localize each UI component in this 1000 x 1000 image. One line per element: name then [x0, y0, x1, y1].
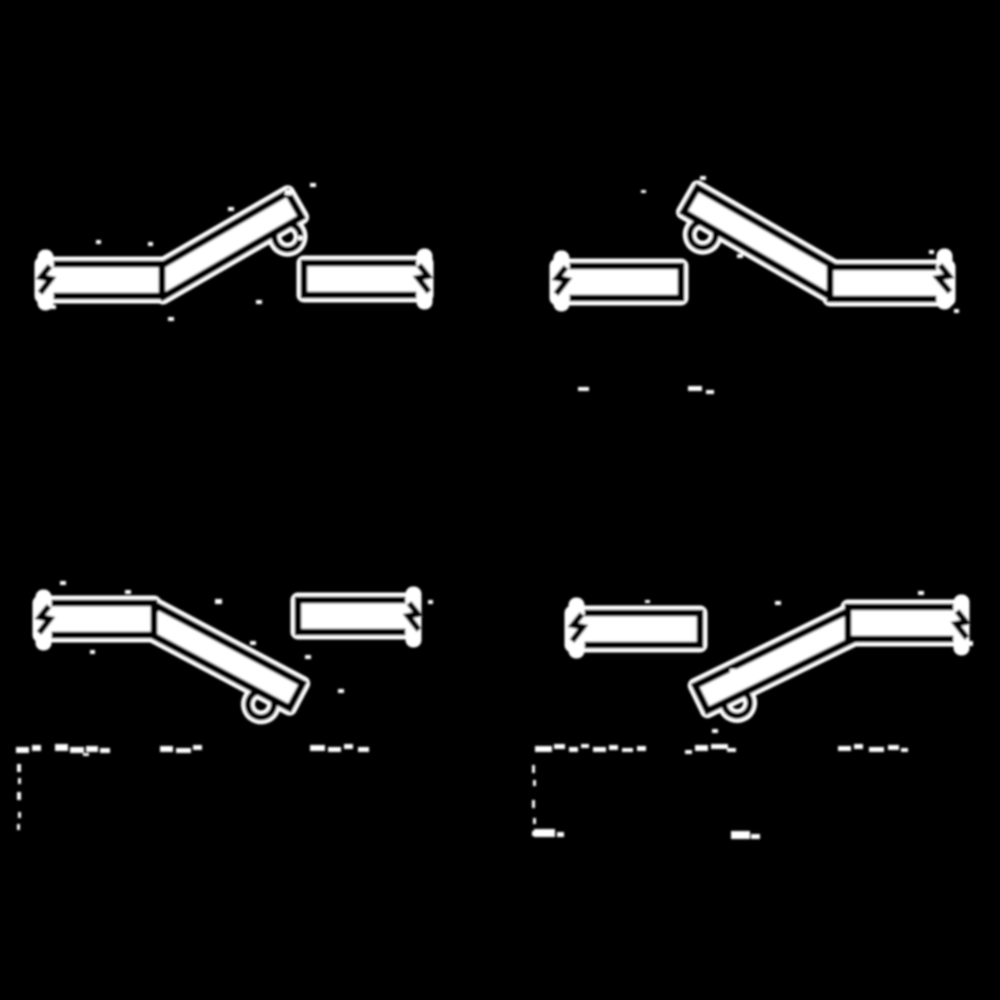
blade-group — [136, 598, 311, 725]
break-zigzag-icon — [402, 601, 424, 632]
duct-right — [826, 263, 952, 303]
damper-symbol-bottom-right: Blade hinged at right duct end, tilted d… — [564, 594, 972, 723]
text-remnant-speckles-left — [16, 744, 369, 756]
duct-left — [38, 260, 166, 300]
damper-symbol-bottom-left: Blade hinged at left duct end, tilted do… — [32, 586, 424, 725]
duct-right — [844, 603, 966, 643]
duct-left — [36, 599, 158, 639]
break-zigzag-icon — [34, 604, 56, 635]
damper-symbol-top-right: Blade hinged at right duct end, tilted u… — [549, 180, 956, 312]
break-zigzag-icon — [567, 612, 589, 643]
duct-right — [300, 259, 430, 299]
break-zigzag-icon — [950, 609, 972, 640]
duct-right — [294, 596, 414, 636]
duct-left — [568, 609, 704, 649]
duct-left — [553, 262, 685, 302]
dotted-mid-margin — [532, 765, 536, 836]
text-remnant-speckles-right — [535, 744, 908, 754]
lower-speckles — [534, 829, 760, 839]
break-zigzag-icon — [932, 263, 955, 294]
blade-group — [687, 603, 868, 723]
damper-symbol-top-left: Blade hinged at left duct end, tilted up… — [34, 185, 434, 311]
break-zigzag-icon — [35, 264, 57, 295]
break-zigzag-icon — [551, 265, 573, 296]
break-zigzag-icon — [412, 263, 434, 294]
scattered-noise-speckles — [50, 176, 973, 733]
dotted-left-margin — [17, 764, 21, 830]
